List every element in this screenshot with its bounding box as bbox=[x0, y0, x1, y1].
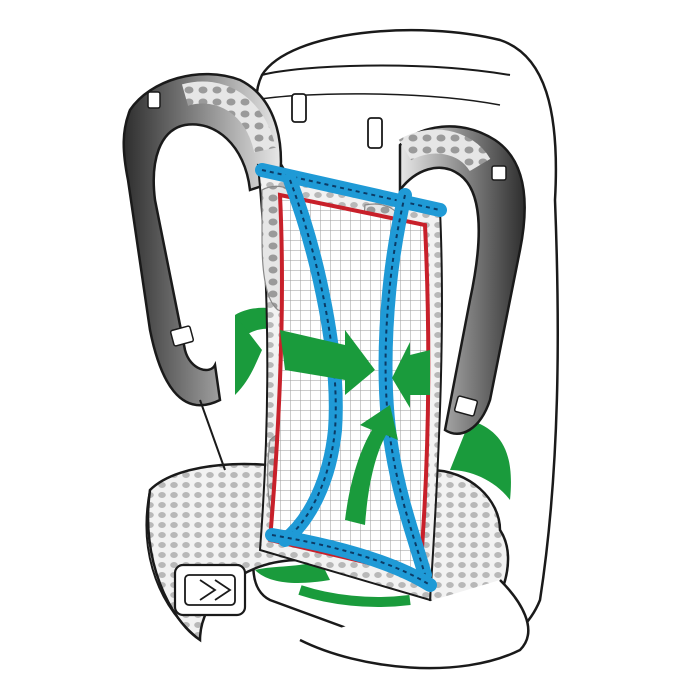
airflow-arrow-icon bbox=[280, 330, 375, 395]
strap-slider-icon bbox=[491, 165, 507, 181]
right-shoulder-strap bbox=[398, 125, 526, 435]
airflow-arrows-inner bbox=[280, 330, 430, 525]
buckle-icon bbox=[173, 563, 247, 617]
airflow-arrow-icon bbox=[450, 420, 511, 500]
frame-rods bbox=[255, 163, 447, 592]
strap-slider-icon bbox=[367, 117, 383, 149]
strap-slider-icon bbox=[453, 395, 479, 417]
strap-slider-icon bbox=[169, 325, 195, 347]
left-shoulder-strap bbox=[122, 72, 283, 471]
strap-slider-icon bbox=[291, 93, 307, 123]
strap-slider-icon bbox=[147, 91, 161, 109]
airflow-arrow-icon bbox=[345, 405, 398, 525]
airflow-arrow-icon bbox=[392, 342, 430, 408]
